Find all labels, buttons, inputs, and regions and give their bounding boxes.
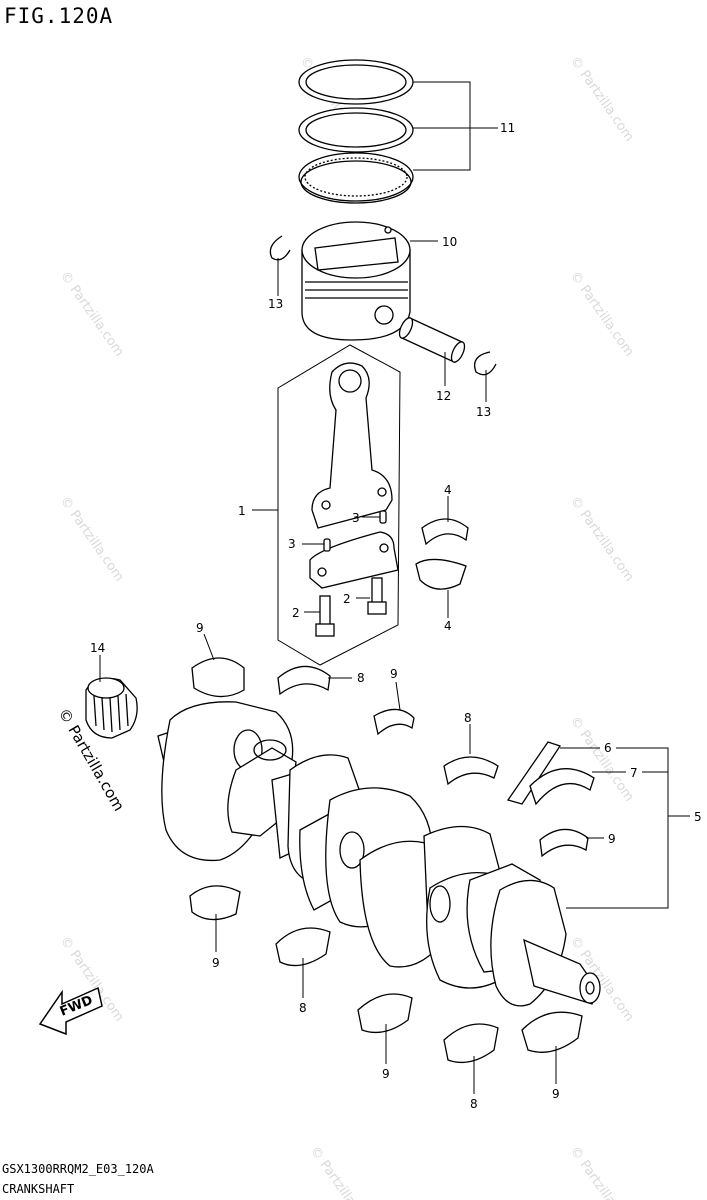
callout-labels: 11 10 13 12 13 1 3 3 2 2 4 4 14 9 8 9 8 …	[90, 121, 702, 1111]
callout-11: 11	[500, 121, 515, 135]
callout-8: 8	[299, 1001, 307, 1015]
callout-8: 8	[357, 671, 365, 685]
connecting-rod[interactable]	[309, 362, 399, 589]
callout-12: 12	[436, 389, 451, 403]
crankshaft-bearing-8[interactable]	[443, 1023, 499, 1064]
piston[interactable]	[301, 221, 411, 341]
callout-9: 9	[212, 956, 220, 970]
crankshaft-bearing-9[interactable]	[373, 708, 415, 736]
crankshaft-bearing-9[interactable]	[521, 1011, 583, 1053]
needle-bearing[interactable]	[85, 677, 138, 739]
callout-2: 2	[343, 592, 351, 606]
crankshaft-bearing-8[interactable]	[275, 927, 331, 967]
callout-8: 8	[464, 711, 472, 725]
watermark-text: © Partzilla.com	[567, 1144, 637, 1200]
watermark-text: © Partzilla.com	[567, 269, 637, 360]
crankshaft-bearing-9[interactable]	[539, 828, 589, 858]
conrod-group-frame	[277, 344, 401, 666]
callout-10: 10	[442, 235, 457, 249]
callout-14: 14	[90, 641, 105, 655]
watermark-text: © Partzilla.com	[307, 1144, 377, 1200]
callout-13: 13	[476, 405, 491, 419]
callout-4: 4	[444, 619, 452, 633]
diagram-name: CRANKSHAFT	[2, 1182, 75, 1196]
leader-lines	[99, 81, 690, 1094]
conrod-bearing[interactable]	[415, 558, 467, 590]
piston-pin-circlip[interactable]	[269, 235, 291, 261]
callout-6: 6	[604, 741, 612, 755]
callout-8: 8	[470, 1097, 478, 1111]
piston-pin-circlip[interactable]	[473, 351, 497, 376]
callout-9: 9	[382, 1067, 390, 1081]
callout-5: 5	[694, 810, 702, 824]
callout-9: 9	[196, 621, 204, 635]
callout-9: 9	[608, 832, 616, 846]
callout-9: 9	[390, 667, 398, 681]
callout-2: 2	[292, 606, 300, 620]
piston-ring-set[interactable]	[298, 59, 414, 204]
watermark-text: © Partzilla.com	[567, 714, 637, 805]
watermark-text: © Partzilla.com	[57, 269, 127, 360]
crankshaft[interactable]	[157, 701, 601, 1007]
callout-9: 9	[552, 1087, 560, 1101]
thrust-washer[interactable]	[506, 741, 562, 805]
diagram-code: GSX1300RRQM2_E03_120A	[2, 1162, 154, 1176]
conrod-bolt[interactable]	[367, 577, 387, 615]
watermark-text: © Partzilla.com	[57, 494, 127, 585]
conrod-dowel-pin[interactable]	[323, 538, 331, 552]
conrod-bearing[interactable]	[421, 518, 469, 546]
piston-pin[interactable]	[397, 316, 467, 364]
conrod-bolt[interactable]	[315, 595, 335, 637]
crankshaft-bearing-9[interactable]	[189, 885, 241, 921]
callout-4: 4	[444, 483, 452, 497]
crankshaft-bearing-9[interactable]	[357, 993, 413, 1034]
conrod-dowel-pin[interactable]	[379, 510, 387, 524]
forward-direction-arrow: FWD	[38, 986, 103, 1036]
watermark-text: © Partzilla.com	[567, 54, 637, 145]
crankshaft-bearing-8[interactable]	[443, 756, 499, 786]
callout-3: 3	[352, 511, 360, 525]
watermark-text: © Partzilla.com	[567, 494, 637, 585]
callout-7: 7	[630, 766, 638, 780]
figure-title: FIG.120A	[4, 4, 114, 28]
crankshaft-bearing-9[interactable]	[191, 657, 245, 698]
callout-3: 3	[288, 537, 296, 551]
callout-1: 1	[238, 504, 246, 518]
callout-13: 13	[268, 297, 283, 311]
crankshaft-bearing-8[interactable]	[277, 665, 331, 696]
crankshaft-bearing-7[interactable]	[529, 768, 595, 806]
